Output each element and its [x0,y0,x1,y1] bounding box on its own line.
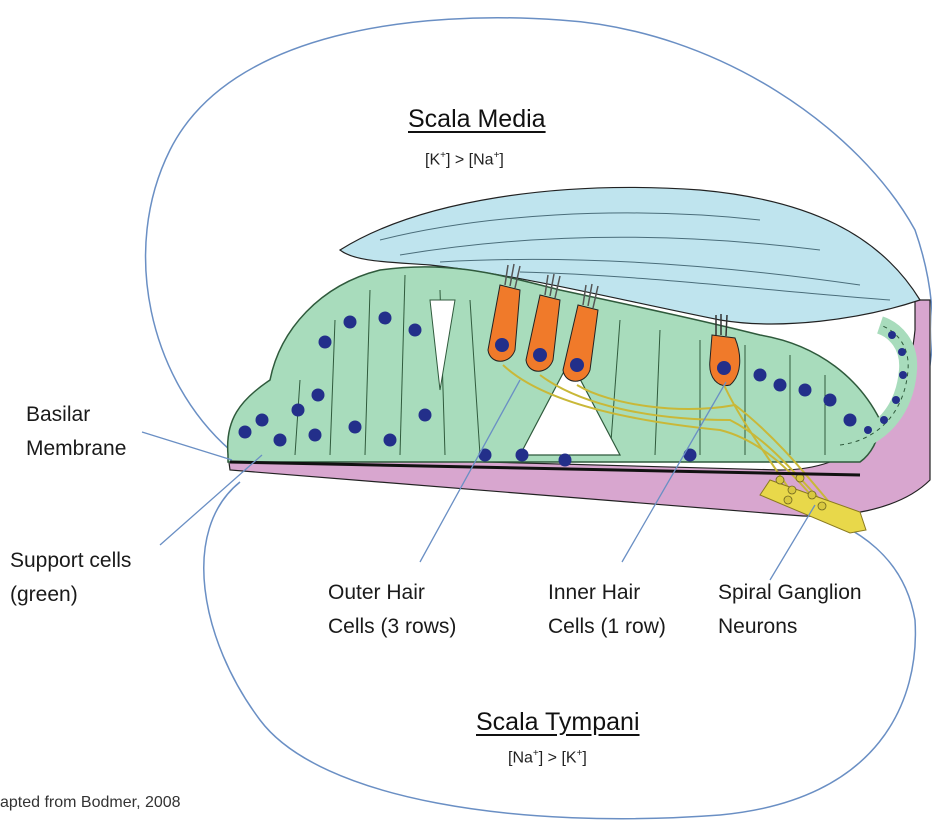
nucleus [888,331,896,339]
nucleus [899,371,907,379]
scala-media-title: Scala Media [408,105,546,134]
leader-spiral-ganglion [770,505,815,580]
scala-media-concentration: [K+] > [Na+] [425,150,504,169]
support-cells-label: Support cells(green) [10,544,131,612]
nucleus [892,396,900,404]
nucleus [312,389,325,402]
nucleus [409,324,422,337]
nucleus [309,429,322,442]
scala-tympani-outline [204,482,916,819]
scala-tympani-concentration: [Na+] > [K+] [508,748,587,767]
nucleus [274,434,287,447]
nucleus [799,384,812,397]
nucleus [292,404,305,417]
leader-basilar [142,432,232,460]
nucleus [864,426,872,434]
nucleus [754,369,767,382]
nucleus [684,449,697,462]
leader-support [160,455,262,545]
nucleus [559,454,572,467]
nucleus [256,414,269,427]
nucleus [349,421,362,434]
nucleus [844,414,857,427]
image-credit: apted from Bodmer, 2008 [0,794,181,812]
nucleus [824,394,837,407]
nucleus [319,336,332,349]
nucleus [344,316,357,329]
scala-tympani-title: Scala Tympani [476,708,640,737]
nucleus [880,416,888,424]
nucleus [379,312,392,325]
nucleus [516,449,529,462]
nucleus [419,409,432,422]
nucleus [384,434,397,447]
nucleus [479,449,492,462]
nucleus [239,426,252,439]
nucleus [774,379,787,392]
nucleus [898,348,906,356]
